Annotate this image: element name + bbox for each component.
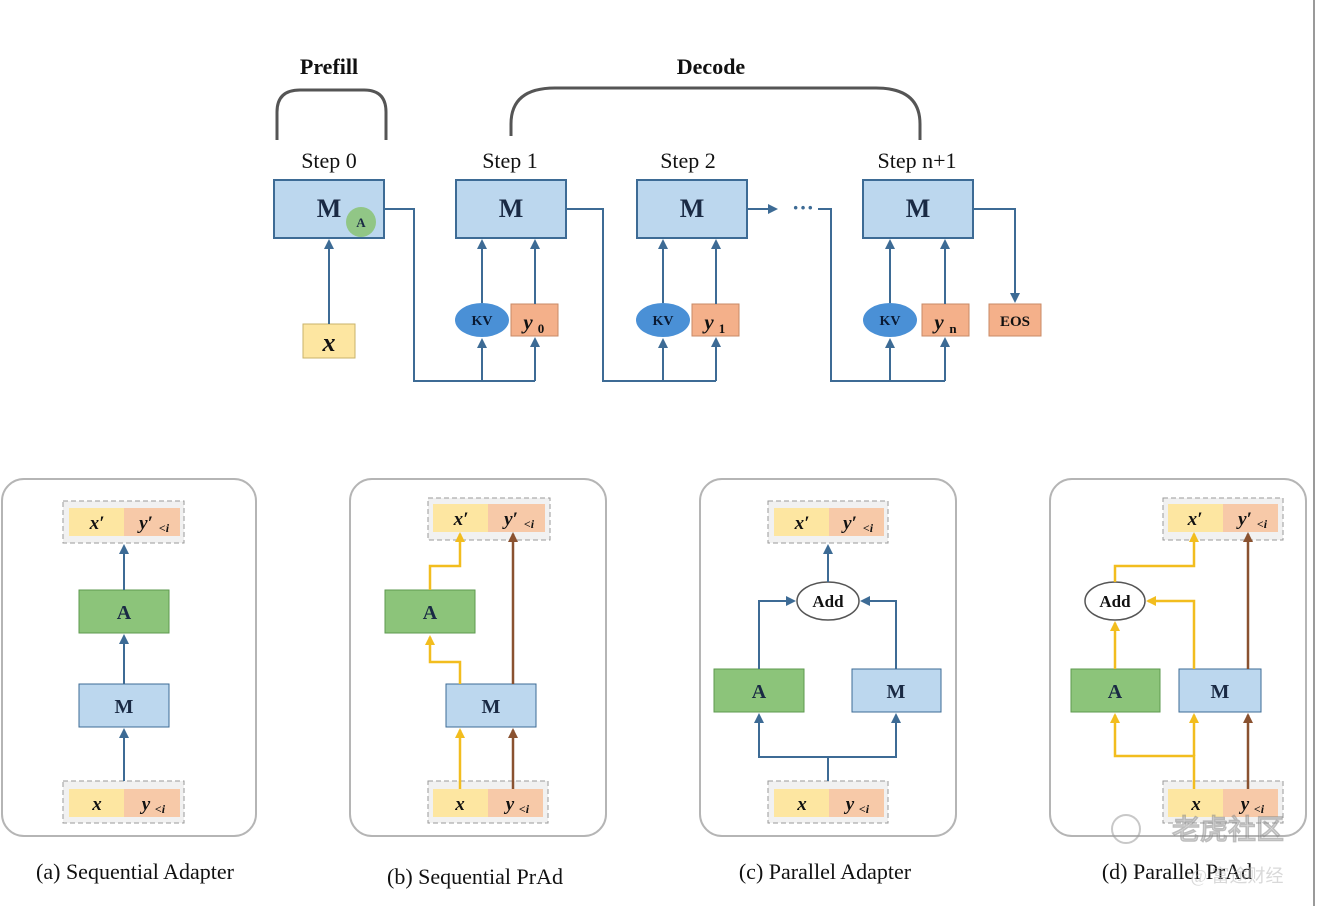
panel-a-sequential-adapter: x′ y′ <i A M x y <i (a) Sequential Adapt…: [1, 478, 257, 884]
svg-text:KV: KV: [880, 314, 901, 329]
eos-box: EOS: [988, 303, 1042, 337]
svg-text:M: M: [482, 696, 501, 718]
kv-cache-2: KV: [636, 303, 690, 337]
svg-text:<i: <i: [155, 802, 166, 816]
svg-text:M: M: [1211, 681, 1230, 703]
panel-d-parallel-prad: x′ y′ <i Add A M x y <i (d) Parallel PrA…: [1049, 478, 1307, 884]
svg-text:A: A: [117, 602, 132, 624]
model-box-step-1: M: [455, 179, 567, 239]
svg-text:EOS: EOS: [1000, 314, 1030, 330]
svg-text:Add: Add: [812, 592, 844, 611]
step-n1-label: Step n+1: [877, 148, 956, 173]
model-box-step-n1: M: [862, 179, 974, 239]
svg-text:A: A: [423, 602, 438, 624]
svg-text:x′: x′: [794, 513, 810, 534]
svg-text:KV: KV: [653, 314, 674, 329]
step-1-label: Step 1: [482, 148, 538, 173]
svg-text:x: x: [1190, 794, 1201, 815]
svg-text:n: n: [949, 321, 957, 336]
model-box-step-0: M A: [273, 179, 385, 239]
svg-text:y: y: [701, 310, 714, 334]
prefill-bracket: [275, 88, 388, 140]
svg-text:y′: y′: [502, 509, 518, 530]
svg-text:<i: <i: [863, 521, 874, 535]
svg-text:<i: <i: [1257, 517, 1268, 531]
svg-text:<i: <i: [1254, 802, 1265, 816]
panel-b-sequential-prad: x′ y′ <i A M x y <i (b) Sequential PrAd: [349, 478, 607, 889]
svg-text:A: A: [356, 215, 366, 230]
panel-c-parallel-adapter: x′ y′ <i Add A M x y <i (c) Parallel Ada…: [699, 478, 957, 884]
svg-text:y: y: [520, 310, 533, 334]
output-y1: y 1: [691, 303, 740, 337]
svg-text:x: x: [91, 794, 102, 815]
svg-text:x′: x′: [453, 509, 469, 530]
svg-text:x: x: [796, 794, 807, 815]
svg-text:M: M: [680, 194, 705, 223]
svg-text:0: 0: [538, 321, 545, 336]
svg-text:<i: <i: [859, 802, 870, 816]
svg-text:<i: <i: [519, 802, 530, 816]
svg-text:x: x: [322, 328, 336, 357]
prefill-label: Prefill: [300, 54, 358, 79]
kv-cache-n: KV: [863, 303, 917, 337]
caption-a: (a) Sequential Adapter: [36, 859, 235, 884]
svg-text:y′: y′: [841, 513, 857, 534]
model-box-step-2: M: [636, 179, 748, 239]
watermark-line2: @ 富途财经: [1190, 866, 1283, 886]
svg-text:M: M: [317, 194, 342, 223]
svg-text:Add: Add: [1099, 592, 1131, 611]
svg-text:y′: y′: [137, 513, 153, 534]
svg-text:y: y: [140, 794, 151, 815]
svg-text:M: M: [906, 194, 931, 223]
svg-text:x′: x′: [89, 513, 105, 534]
prefill-decode-diagram: Prefill Decode Step 0 Step 1 Step 2 Step…: [273, 54, 1042, 382]
svg-text:y′: y′: [1236, 509, 1252, 530]
ellipsis: ···: [792, 195, 814, 220]
svg-text:y: y: [1239, 794, 1250, 815]
output-yn: y n: [921, 303, 970, 337]
watermark-line1: 老虎社区: [1172, 814, 1284, 846]
svg-text:y: y: [931, 310, 944, 334]
svg-text:A: A: [752, 681, 767, 703]
watermark: 老虎社区 @ 富途财经: [1111, 814, 1284, 886]
output-y0: y 0: [510, 303, 559, 337]
svg-text:M: M: [499, 194, 524, 223]
step-2-label: Step 2: [660, 148, 716, 173]
svg-text:M: M: [115, 696, 134, 718]
svg-text:x: x: [454, 794, 465, 815]
kv-cache-1: KV: [455, 303, 509, 337]
adapter-badge: [346, 207, 376, 237]
svg-text:y: y: [844, 794, 855, 815]
caption-b: (b) Sequential PrAd: [387, 864, 563, 889]
svg-text:M: M: [887, 681, 906, 703]
svg-text:A: A: [1108, 681, 1123, 703]
svg-text:<i: <i: [159, 521, 170, 535]
svg-text:1: 1: [719, 321, 726, 336]
caption-c: (c) Parallel Adapter: [739, 859, 912, 884]
decode-bracket: [509, 86, 922, 140]
svg-text:x′: x′: [1187, 509, 1203, 530]
caption-d: (d) Parallel PrAd: [1102, 859, 1252, 884]
svg-text:<i: <i: [524, 517, 535, 531]
step-0-label: Step 0: [301, 148, 357, 173]
svg-text:y: y: [504, 794, 515, 815]
decode-label: Decode: [677, 54, 746, 79]
input-x-box: x: [302, 323, 356, 359]
svg-text:KV: KV: [472, 314, 493, 329]
